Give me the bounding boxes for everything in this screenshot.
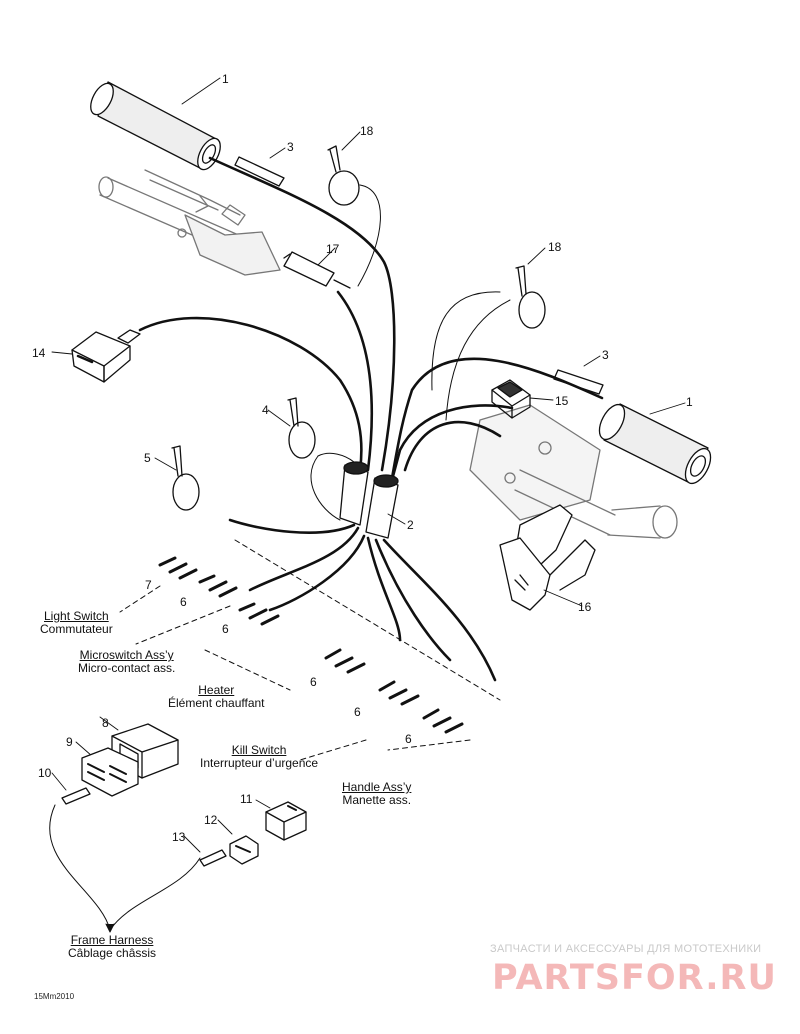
callout-7: 7 — [145, 578, 152, 592]
label-microswitch-en: Microswitch Ass’y — [79, 648, 174, 662]
callout-6c: 6 — [310, 675, 317, 689]
tie-arrow-curves — [49, 184, 511, 933]
callout-10: 10 — [38, 766, 52, 780]
connector-clusters — [158, 556, 464, 734]
harness-sleeve-2 — [339, 461, 399, 539]
harness-wires — [138, 156, 604, 682]
connector-9 — [81, 747, 139, 797]
watermark-logo: PARTSFOR.RU — [492, 958, 777, 998]
cable-tie-18b — [515, 265, 546, 329]
callout-16: 16 — [578, 600, 592, 614]
connector-11 — [265, 801, 307, 841]
right-control-assembly — [469, 404, 678, 539]
label-heater-fr: Élément chauffant — [168, 696, 265, 710]
callout-5: 5 — [144, 451, 151, 465]
terminal-10 — [61, 787, 91, 805]
callout-6b: 6 — [222, 622, 229, 636]
sleeve-left — [234, 156, 285, 187]
handlebar-grip-left — [90, 81, 221, 171]
label-microswitch: Microswitch Ass’y Micro-contact ass. — [78, 649, 175, 675]
sleeve-right — [553, 369, 604, 395]
label-kill-switch-en: Kill Switch — [231, 743, 287, 757]
callout-3-left: 3 — [287, 140, 294, 154]
callout-18-right: 18 — [548, 240, 562, 254]
cable-tie-4 — [287, 397, 316, 459]
connector-12 — [229, 835, 259, 865]
callout-9: 9 — [66, 735, 73, 749]
cable-tie-5 — [171, 445, 200, 511]
guide-lines — [119, 539, 501, 761]
callout-12: 12 — [204, 813, 218, 827]
handlebar-grip-right — [598, 403, 712, 485]
callout-13: 13 — [172, 830, 186, 844]
leader-lines — [51, 77, 686, 853]
label-heater: Heater Élément chauffant — [168, 684, 265, 710]
label-handle: Handle Ass’y Manette ass. — [342, 781, 411, 807]
left-control-assembly — [98, 169, 281, 276]
watermark-tagline: ЗАПЧАСТИ И АКСЕССУАРЫ ДЛЯ МОТОТЕХНИКИ — [490, 943, 762, 955]
label-frame-harness: Frame Harness Câblage châssis — [68, 934, 156, 960]
callout-14: 14 — [32, 346, 46, 360]
callout-8: 8 — [102, 716, 109, 730]
sensor-17 — [283, 251, 351, 289]
label-light-switch-en: Light Switch — [44, 609, 109, 623]
label-light-switch-fr: Commutateur — [40, 622, 113, 636]
callout-17: 17 — [326, 242, 340, 256]
label-frame-harness-fr: Câblage châssis — [68, 946, 157, 960]
switch-15 — [491, 379, 531, 419]
callout-2: 2 — [407, 518, 414, 532]
callout-1-right: 1 — [686, 395, 693, 409]
throttle-lever-16 — [499, 504, 596, 611]
terminal-13 — [199, 849, 227, 867]
label-handle-fr: Manette ass. — [342, 793, 412, 807]
label-handle-en: Handle Ass’y — [342, 780, 412, 794]
callout-3-right: 3 — [602, 348, 609, 362]
cable-tie-18a — [327, 145, 360, 206]
switch-14 — [71, 329, 141, 383]
label-kill-switch: Kill Switch Interrupteur d’urgence — [200, 744, 318, 770]
drawing-code: 15Mm2010 — [34, 992, 75, 1001]
callout-15: 15 — [555, 394, 569, 408]
callout-6e: 6 — [405, 732, 412, 746]
callout-11: 11 — [240, 792, 253, 806]
label-microswitch-fr: Micro-contact ass. — [78, 661, 176, 675]
label-kill-switch-fr: Interrupteur d’urgence — [200, 756, 319, 770]
callout-6a: 6 — [180, 595, 187, 609]
label-frame-harness-en: Frame Harness — [70, 933, 154, 947]
label-heater-en: Heater — [198, 683, 235, 697]
label-light-switch: Light Switch Commutateur — [40, 610, 113, 636]
callout-18-left: 18 — [360, 124, 374, 138]
callout-6d: 6 — [354, 705, 361, 719]
callout-1-left: 1 — [222, 72, 229, 86]
callout-4: 4 — [262, 403, 269, 417]
